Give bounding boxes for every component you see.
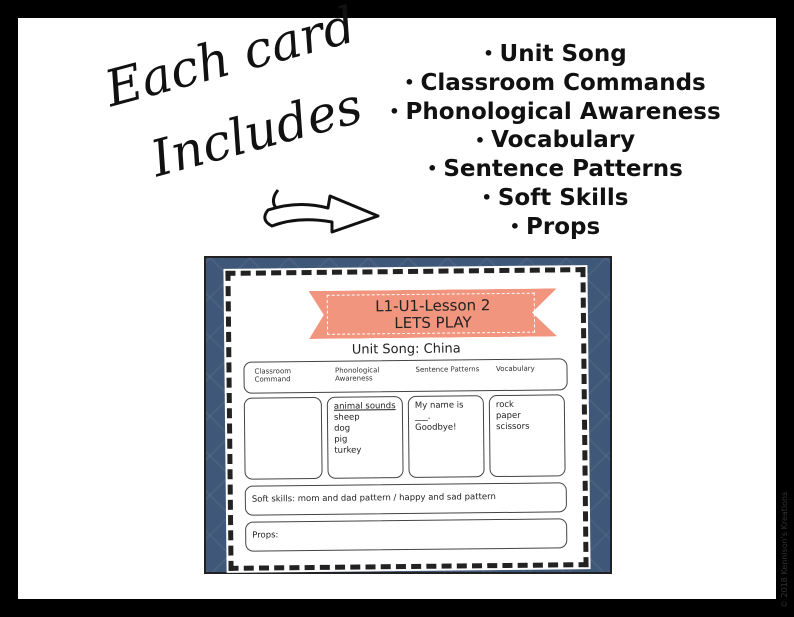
includes-list: •Unit Song •Classroom Commands •Phonolog… xyxy=(370,40,740,241)
list-item: •Classroom Commands xyxy=(404,69,706,96)
card-preview-image: L1-U1-Lesson 2 LETS PLAY Unit Song: Chin… xyxy=(204,256,612,574)
list-item: •Soft Skills xyxy=(481,184,629,211)
column-header: Sentence Patterns xyxy=(415,365,480,374)
soft-skills-box: Soft skills: mom and dad pattern / happy… xyxy=(244,482,567,516)
list-item: •Sentence Patterns xyxy=(427,156,683,182)
list-item: •Phonological Awareness xyxy=(389,98,721,125)
phonological-box: animal sounds sheep dog pig turkey xyxy=(326,396,404,479)
lesson-card: L1-U1-Lesson 2 LETS PLAY Unit Song: Chin… xyxy=(225,267,589,571)
arrow-icon xyxy=(263,189,380,234)
list-item: •Props xyxy=(509,213,601,240)
page-frame: Each card Includes •Unit Song •Classroom… xyxy=(18,0,789,608)
list-item: •Vocabulary xyxy=(474,127,636,154)
classroom-command-box xyxy=(243,396,323,480)
column-header: Phonological Awareness xyxy=(334,366,380,383)
unit-song: Unit Song: China xyxy=(351,341,461,358)
sentence-patterns-box: My name is ___. Goodbye! xyxy=(407,395,485,478)
column-header: Vocabulary xyxy=(495,364,535,374)
list-item: •Unit Song xyxy=(483,41,627,67)
props-box: Props: xyxy=(245,518,568,552)
title-ribbon: L1-U1-Lesson 2 LETS PLAY xyxy=(309,288,557,339)
vocabulary-box: rock paper scissors xyxy=(488,394,566,478)
column-header: Classroom Command xyxy=(254,367,292,384)
copyright: © 2018 Kennison's Kreations xyxy=(780,491,789,608)
column-headers: Classroom Command Phonological Awareness… xyxy=(243,358,568,394)
